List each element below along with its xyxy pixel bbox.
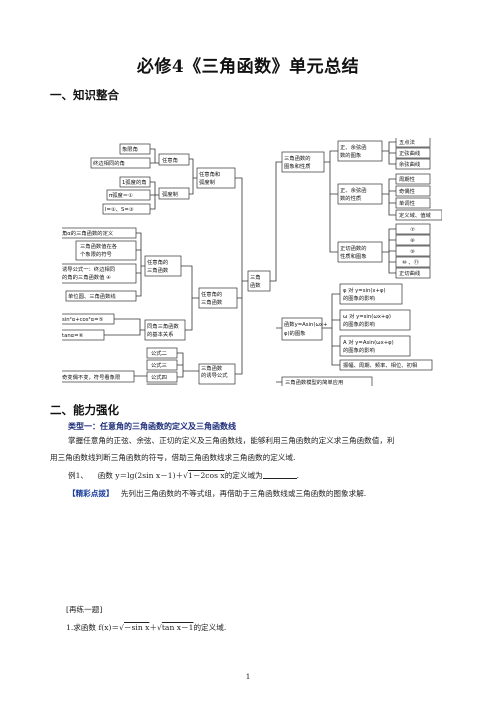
diagram-text: 1弧度的角	[122, 178, 147, 186]
diagram-text: 定义域、值域	[399, 211, 431, 219]
diagram-text: 同角三角函数	[147, 322, 179, 330]
paragraph-line-1: 掌握任意角的正弦、余弦、正切的定义及三角函数线，能够利用三角函数的定义求三角函数…	[68, 436, 395, 445]
diagram-text: 任意角的	[201, 290, 222, 298]
diagram-text: 单位圆、三角函数线	[68, 292, 116, 300]
diagram-text: 正、余弦函	[340, 186, 367, 194]
tip-line: 【精彩点拨】 先列出三角函数的不等式组，再借助于三角函数线或三角函数的图象求解.	[68, 487, 488, 501]
diagram-text: l=②、S=③	[105, 207, 134, 213]
diagram-text: 三角函数	[147, 266, 169, 274]
page-title: 必修4《三角函数》单元总结	[136, 57, 360, 77]
diagram-text: 三角函数	[201, 298, 223, 306]
diagram-text: 数的性质	[340, 194, 362, 202]
diagram-text: 正切曲线	[399, 269, 421, 277]
diagram-text: 公式三	[151, 361, 167, 369]
diagram-text: 周期性	[399, 175, 416, 183]
diagram-text: 个象限的符号	[80, 250, 112, 258]
diagram-text: 诱导公式一：终边相同	[62, 265, 115, 273]
example-tail: 的定义域为	[224, 471, 263, 480]
diagram-text: π弧度＝①	[109, 191, 133, 199]
sqrt-sign: √	[183, 471, 189, 480]
q1-lead: 1.求函数 f(x)＝	[66, 623, 120, 632]
answer-blank	[262, 469, 297, 479]
diagram-text: 任意角	[162, 156, 178, 164]
section-heading-2: 二、能力强化	[50, 403, 119, 417]
diagram-right-2: 函数y=Asin(ωx+φ)的图象 φ 对 y=sin(x+φ)的图象的影响 ω…	[281, 283, 433, 371]
diagram-text: φ)的图象	[284, 329, 306, 337]
tip-label: 【精彩点拨】	[68, 489, 114, 498]
diagram-text: 五点法	[399, 138, 415, 146]
diagram-text: tanα=⑥	[62, 333, 84, 339]
diagram-text: 的诱导公式	[201, 371, 228, 379]
diagram-text: 三角函数的	[284, 154, 311, 162]
question-1: 1.求函数 f(x)＝√－sin x＋√tan x－1的定义域.	[66, 621, 486, 635]
diagram-text: 三角函数模型的简单应用	[285, 378, 343, 386]
diagram-text: ⑩ 、⑪	[402, 258, 420, 266]
diagram-text: 公式四	[151, 373, 167, 381]
q1-radicand-1: －sin x	[123, 623, 150, 632]
diagram-text: 的角的三角函数值 ④	[62, 273, 111, 281]
example-1: 例1、 函数 y＝lg(2sin x－1)＋√1－2cos x的定义域为.	[68, 469, 300, 480]
q1-radicand-2: tan x－1	[161, 623, 194, 632]
diagram-text: 的图象的影响	[343, 320, 375, 328]
example-radicand: 1－2cos x	[188, 471, 225, 480]
diagram-text: 性质和图象	[340, 252, 367, 260]
diagram-text: 三角	[250, 273, 261, 281]
diagram-text: 象限角	[122, 145, 138, 153]
diagram-text: ⑨	[410, 249, 415, 255]
diagram-text: 弧度制	[162, 190, 178, 198]
diagram-text: 奇偶性	[399, 187, 416, 195]
diagram-text: ⑦	[410, 227, 415, 233]
diagram-text: 的基本关系	[147, 330, 174, 338]
page-number: 1	[245, 672, 251, 681]
diagram-text: 终边相同的角	[93, 159, 125, 167]
sqrt-sign: √	[157, 623, 162, 632]
example-label: 例1、	[68, 471, 89, 480]
diagram-text: 余弦曲线	[399, 160, 421, 168]
diagram-text: 数的图象	[340, 151, 362, 159]
diagram-text: 正弦曲线	[399, 149, 421, 157]
diagram-text: 函数y=Asin(ωx+	[284, 320, 327, 328]
diagram-text: 正切函数的	[340, 244, 367, 252]
diagram-text: sin²α+cos²α=⑤	[62, 316, 104, 323]
diagram-text: 任意角的	[147, 258, 168, 266]
practice-label: [再练一题]	[66, 605, 103, 614]
diagram-text: 单调性	[399, 199, 416, 207]
example-lead: 函数	[97, 471, 113, 480]
diagram-text: 弧度制	[199, 178, 215, 186]
diagram-text: 三角函数	[201, 364, 223, 372]
section-heading-1: 一、知识整合	[50, 88, 119, 102]
diagram-text: A 对 y=Asin(ωx+φ)	[343, 338, 394, 346]
diagram-group-1: 象限角 终边相同的角 任意角 1弧度的角 π弧度＝① l=②、S=③ 弧度制 任…	[90, 143, 236, 215]
example-expr: y＝lg(2sin x－1)＋	[115, 471, 184, 480]
diagram-text: 公式二	[151, 349, 167, 357]
diagram-text: 振幅、周期、频率、相位、初相	[343, 361, 417, 369]
diagram-text: 的图象的影响	[343, 294, 375, 302]
knowledge-diagram: 象限角 终边相同的角 任意角 1弧度的角 π弧度＝① l=②、S=③ 弧度制 任…	[62, 138, 442, 386]
diagram-text: 角α的三角函数的定义	[62, 229, 114, 237]
diagram-text: φ 对 y=sin(x+φ)	[343, 286, 386, 294]
q1-mid: ＋	[149, 623, 158, 632]
diagram-text: 正、余弦函	[340, 143, 367, 151]
diagram-text: 函数	[250, 281, 261, 289]
diagram-text: 任意角和	[199, 170, 220, 178]
diagram-text: ⑧	[410, 238, 415, 244]
type-heading: 类型一：任意角的三角函数的定义及三角函数线	[68, 422, 236, 431]
diagram-text: 图象和性质	[284, 162, 311, 170]
diagram-text: 奇变偶不变，符号看象限	[62, 373, 121, 381]
diagram-text: ω 对 y=sin(ωx+φ)	[343, 312, 391, 320]
diagram-text: 的图象的影响	[343, 346, 375, 354]
tip-text: 先列出三角函数的不等式组，再借助于三角函数线或三角函数的图象求解.	[120, 489, 367, 498]
q1-tail: 的定义域.	[193, 623, 227, 632]
paragraph-line-2: 用三角函数线判断三角函数的符号，借助三角函数线求三角函数的定义域.	[50, 453, 296, 462]
diagram-text: 三角函数值在各	[80, 242, 118, 250]
sqrt-sign: √	[119, 623, 124, 632]
